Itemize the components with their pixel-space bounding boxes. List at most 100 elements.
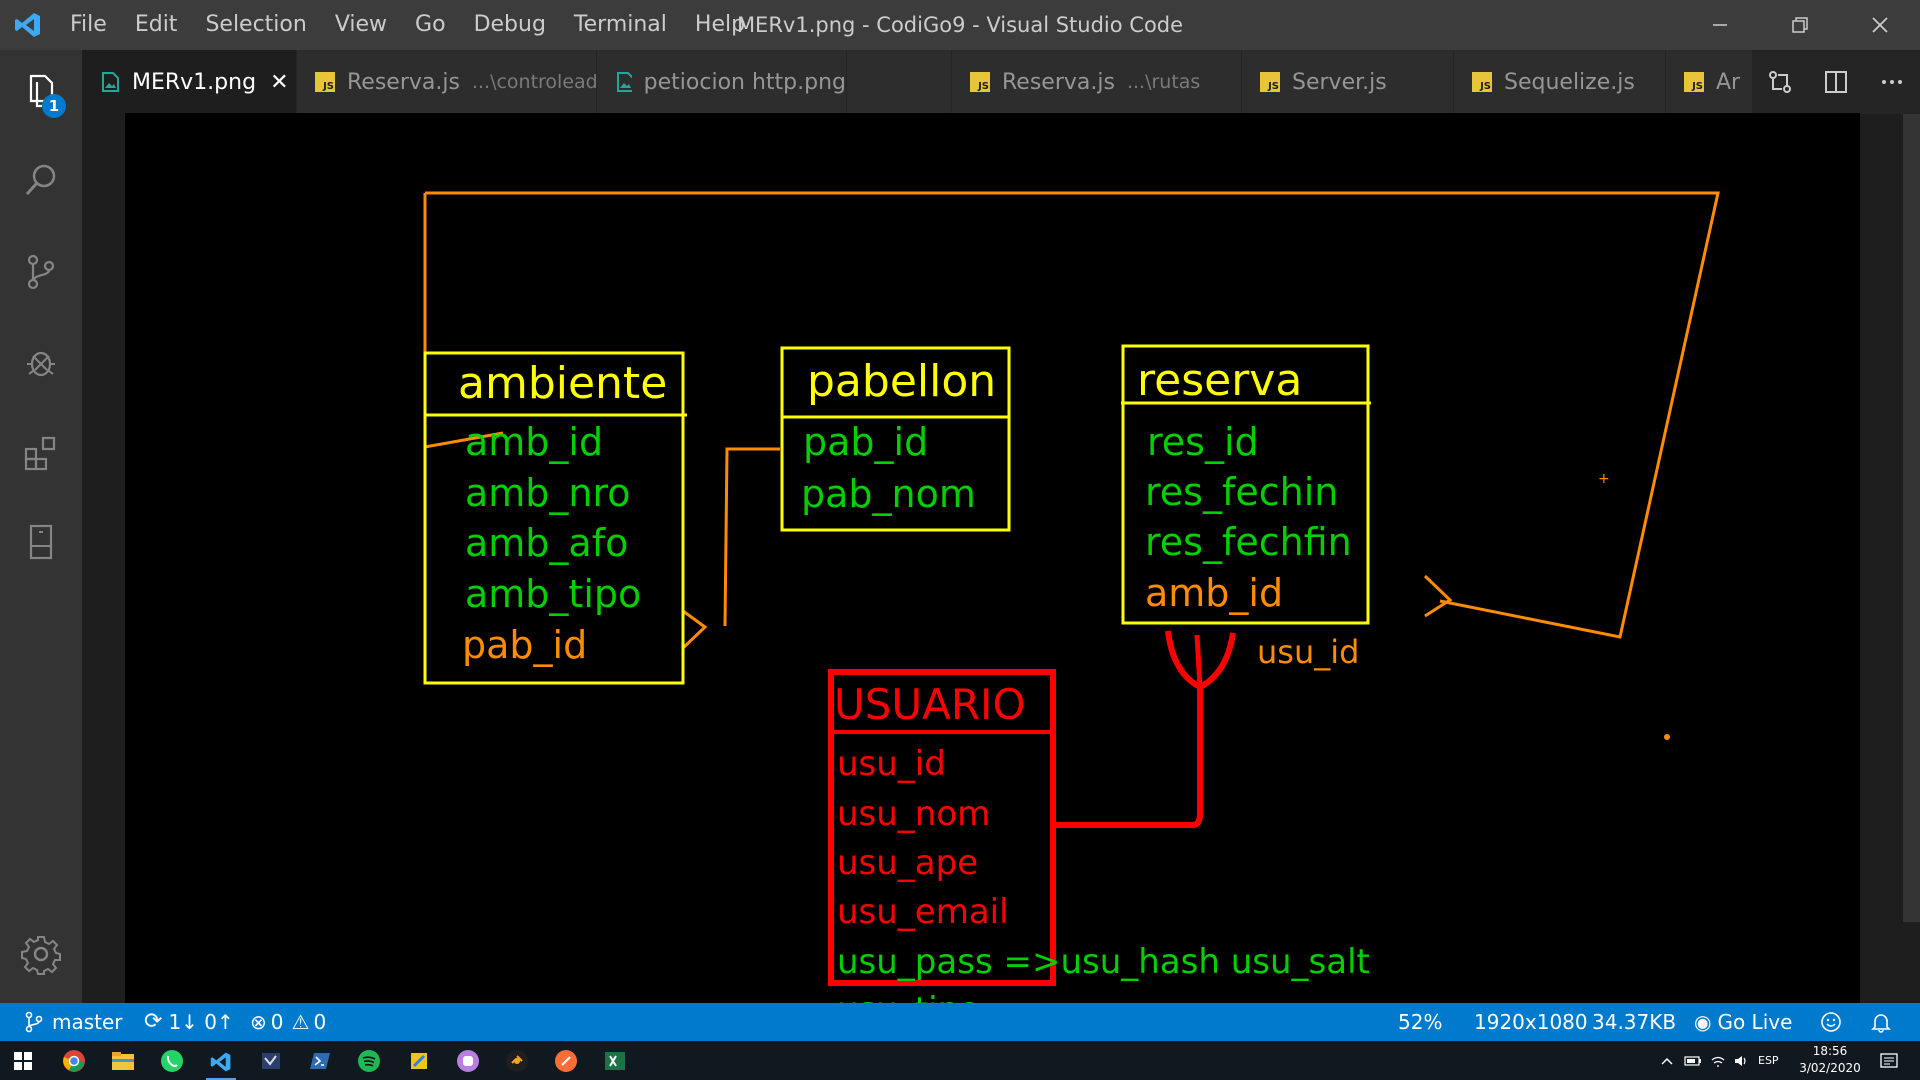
tab-gap	[847, 50, 952, 114]
action-center-icon[interactable]	[1880, 1041, 1898, 1080]
field: amb_id	[465, 420, 603, 464]
menu-edit[interactable]: Edit	[134, 12, 178, 37]
field: usu_email	[837, 892, 1009, 932]
editor-scrollbar[interactable]	[1903, 114, 1920, 922]
spotify-icon[interactable]	[354, 1046, 384, 1076]
powershell-icon[interactable]	[305, 1046, 335, 1076]
status-bar: master ⟳ 1↓ 0↑ ⊗ 0 ⚠ 0 52% 1920x1080 34.…	[0, 1003, 1920, 1041]
table-ambiente	[423, 351, 685, 685]
source-control-icon[interactable]	[0, 232, 82, 312]
relation-line-usuario-reserva	[1053, 687, 1203, 828]
chrome-icon[interactable]	[59, 1046, 89, 1076]
compare-changes-icon[interactable]	[1752, 50, 1808, 114]
clock-date: 3/02/2020	[1799, 1061, 1861, 1075]
js-file-icon: JS	[970, 72, 990, 92]
discord-like-icon[interactable]	[453, 1046, 483, 1076]
table-title: USUARIO	[834, 680, 1026, 729]
table-title: reserva	[1137, 355, 1302, 406]
extensions-icon[interactable]	[0, 412, 82, 492]
field: usu_nom	[837, 794, 990, 834]
table-reserva	[1121, 344, 1370, 625]
explorer-icon[interactable]: 1	[0, 50, 82, 130]
branch-icon	[25, 1011, 43, 1033]
tab-sequelize-js[interactable]: JS Sequelize.js	[1454, 50, 1666, 114]
menu-go[interactable]: Go	[415, 12, 446, 37]
settings-gear-icon[interactable]	[0, 914, 82, 994]
editor-actions	[1752, 50, 1920, 114]
more-actions-icon[interactable]	[1864, 50, 1920, 114]
menu-view[interactable]: View	[334, 12, 388, 37]
battery-icon[interactable]	[1684, 1041, 1702, 1080]
tab-reserva-controleadores[interactable]: JS Reserva.js ...\controleadores	[297, 50, 597, 114]
search-icon[interactable]	[0, 140, 82, 220]
volume-icon[interactable]	[1733, 1041, 1749, 1080]
menu-bar: File Edit Selection View Go Debug Termin…	[56, 0, 759, 50]
notifications-bell-icon[interactable]	[1870, 1003, 1892, 1041]
vscode-logo-icon	[0, 0, 56, 50]
go-live-button[interactable]: ◉ Go Live	[1694, 1003, 1792, 1041]
js-file-icon: JS	[1684, 72, 1704, 92]
branch-indicator[interactable]: master	[24, 1003, 123, 1041]
crowfoot-ambiente	[681, 609, 708, 650]
menu-file[interactable]: File	[70, 12, 107, 37]
clock-time: 18:56	[1812, 1044, 1848, 1058]
sync-indicator[interactable]: ⟳ 1↓ 0↑	[144, 1003, 234, 1041]
table-title: ambiente	[458, 358, 667, 409]
windows-start-icon[interactable]	[8, 1046, 38, 1076]
minimize-button[interactable]	[1680, 0, 1760, 50]
table-title: pabellon	[807, 356, 996, 407]
remote-explorer-icon[interactable]	[0, 502, 82, 582]
js-file-icon: JS	[1260, 72, 1280, 92]
debug-icon[interactable]	[0, 322, 82, 402]
close-button[interactable]	[1840, 0, 1920, 50]
menu-debug[interactable]: Debug	[473, 12, 546, 37]
vscode-taskbar-icon[interactable]	[206, 1046, 236, 1080]
file-explorer-icon[interactable]	[108, 1046, 138, 1076]
tab-petiocion-http-png[interactable]: petiocion http.png	[597, 50, 847, 114]
sync-counts: 1↓ 0↑	[168, 1010, 234, 1034]
activity-bar: 1	[0, 50, 82, 1003]
fk-note: usu_id	[1257, 633, 1359, 671]
taskbar-clock[interactable]: 18:56 3/02/2020	[1795, 1043, 1865, 1077]
image-dimensions: 1920x1080	[1474, 1010, 1588, 1034]
postman-like-icon[interactable]	[502, 1046, 532, 1076]
error-icon: ⊗	[250, 1010, 267, 1034]
sticky-tool-icon[interactable]	[404, 1046, 434, 1076]
image-preview[interactable]: + ambiente amb_id amb_nro amb_afo amb_ti…	[125, 113, 1860, 1053]
feedback-smiley-icon[interactable]	[1820, 1003, 1842, 1041]
branch-name: master	[52, 1010, 123, 1034]
relation-line-ambiente-pabellon	[723, 447, 780, 627]
postman-icon[interactable]	[551, 1046, 581, 1076]
zoom-level[interactable]: 52%	[1398, 1010, 1443, 1034]
tab-server-js[interactable]: JS Server.js	[1242, 50, 1454, 114]
tab-description: ...\controleadores	[471, 71, 597, 93]
field: res_fechfin	[1145, 520, 1352, 564]
restore-button[interactable]	[1760, 0, 1840, 50]
field: usu_id	[837, 744, 946, 784]
field: amb_nro	[465, 471, 631, 515]
wifi-icon[interactable]	[1710, 1041, 1726, 1080]
problems-indicator[interactable]: ⊗ 0 ⚠ 0	[250, 1003, 326, 1041]
keyboard-language[interactable]: ESP	[1758, 1054, 1779, 1067]
warning-icon: ⚠	[291, 1010, 310, 1034]
split-editor-icon[interactable]	[1808, 50, 1864, 114]
windows-taskbar: ESP 18:56 3/02/2020	[0, 1041, 1920, 1080]
whatsapp-icon[interactable]	[157, 1046, 187, 1076]
broadcast-icon: ◉	[1694, 1010, 1712, 1034]
tab-label: Server.js	[1292, 69, 1387, 95]
tab-merv1-png[interactable]: MERv1.png ✕	[82, 50, 297, 114]
field: pab_nom	[801, 472, 976, 516]
tray-chevron-icon[interactable]	[1660, 1041, 1674, 1080]
tab-close-icon[interactable]: ✕	[270, 69, 289, 95]
excel-icon[interactable]	[600, 1046, 630, 1076]
menu-selection[interactable]: Selection	[205, 12, 307, 37]
ssms-icon[interactable]	[256, 1046, 286, 1076]
image-file-icon	[617, 72, 632, 92]
menu-help[interactable]: Help	[694, 12, 746, 37]
menu-terminal[interactable]: Terminal	[573, 12, 667, 37]
field: usu_ape	[837, 843, 978, 883]
sync-icon: ⟳	[144, 1009, 163, 1034]
go-live-label: Go Live	[1717, 1010, 1793, 1034]
tab-ar[interactable]: JS Ar	[1666, 50, 1756, 114]
tab-reserva-rutas[interactable]: JS Reserva.js ...\rutas	[952, 50, 1242, 114]
